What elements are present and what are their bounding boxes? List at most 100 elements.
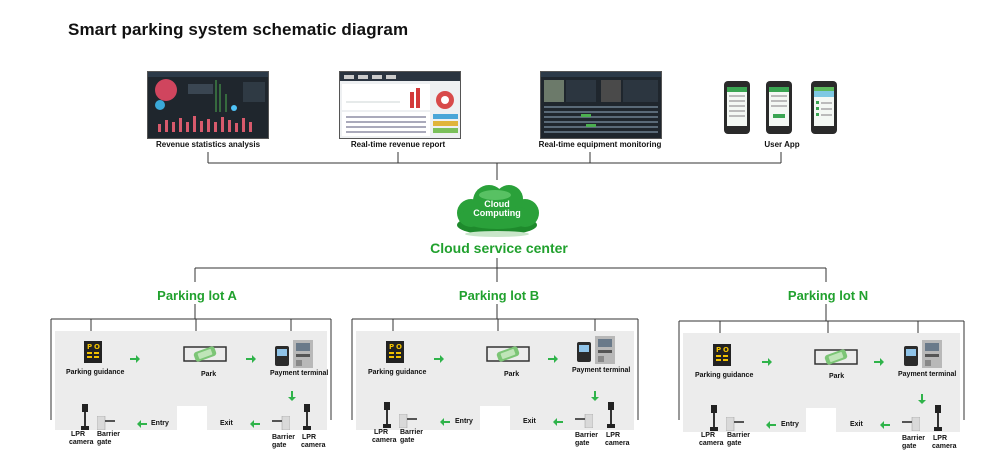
- lpr-label-line1: LPR: [374, 429, 388, 436]
- svg-text:P: P: [716, 346, 721, 354]
- app-phone-2: [766, 81, 792, 134]
- lpr-label-line2: camera: [372, 437, 397, 444]
- entry-label: Entry: [151, 420, 169, 427]
- park-label: Park: [829, 373, 845, 380]
- lpr-label-line2: camera: [69, 439, 94, 446]
- lot-a-panel-left: [55, 406, 177, 430]
- app-phone-3: [811, 81, 837, 134]
- lpr-label-line2: camera: [932, 443, 957, 450]
- barrier-label-line2: gate: [97, 439, 112, 446]
- exit-label: Exit: [220, 420, 233, 427]
- arrow-right-icon: [246, 355, 256, 363]
- lot-b-title: Parking lot B: [458, 288, 540, 303]
- lot-n-panel-left: [683, 408, 806, 432]
- barrier-label-line1: Barrier: [727, 432, 750, 439]
- app-phone-1: [724, 81, 750, 134]
- lpr-camera-icon: [302, 404, 312, 430]
- lpr-label-line1: LPR: [701, 432, 715, 439]
- arrow-left-icon: [250, 420, 260, 428]
- svg-text:O: O: [396, 343, 402, 351]
- barrier-gate-icon: [726, 417, 744, 431]
- barrier-label-line2: gate: [272, 442, 287, 449]
- cloud-text-line1: Cloud: [484, 199, 510, 209]
- revenue-dashboard-thumbnail: [147, 71, 269, 139]
- lpr-label-line1: LPR: [933, 435, 947, 442]
- user-app-label: User App: [764, 140, 800, 149]
- park-label: Park: [201, 371, 217, 378]
- lpr-camera-icon: [709, 405, 719, 431]
- barrier-gate-icon: [272, 416, 290, 430]
- guidance-label: Parking guidance: [695, 372, 754, 379]
- cloud-service-center-title: Cloud service center: [430, 240, 568, 256]
- parking-bay-icon: [183, 344, 227, 364]
- lpr-label-line1: LPR: [71, 431, 85, 438]
- parking-bay-icon: [814, 347, 858, 367]
- arrow-right-icon: [130, 355, 140, 363]
- payment-terminal-icon: [577, 336, 617, 364]
- park-label: Park: [504, 371, 520, 378]
- payment-label: Payment terminal: [270, 370, 329, 377]
- svg-text:P: P: [389, 343, 394, 351]
- lpr-camera-icon: [382, 402, 392, 428]
- equipment-monitoring-thumbnail: [540, 71, 662, 139]
- revenue-statistics-label: Revenue statistics analysis: [155, 140, 261, 149]
- lpr-camera-icon: [933, 405, 943, 431]
- equipment-monitoring-label: Real-time equipment monitoring: [538, 140, 662, 149]
- arrow-left-icon: [137, 420, 147, 428]
- guidance-label: Parking guidance: [66, 369, 125, 376]
- barrier-gate-icon: [97, 416, 115, 430]
- arrow-left-icon: [766, 421, 776, 429]
- lot-b-panel-left: [356, 406, 480, 430]
- payment-terminal-icon: [275, 340, 315, 368]
- barrier-label-line2: gate: [727, 440, 742, 447]
- lpr-label-line1: LPR: [302, 434, 316, 441]
- exit-label: Exit: [850, 421, 863, 428]
- arrow-left-icon: [440, 418, 450, 426]
- lpr-label-line2: camera: [699, 440, 724, 447]
- barrier-gate-icon: [902, 417, 920, 431]
- barrier-label-line1: Barrier: [400, 429, 423, 436]
- svg-text:O: O: [94, 343, 100, 351]
- cloud-text-line2: Computing: [473, 208, 521, 218]
- page-title: Smart parking system schematic diagram: [68, 20, 409, 39]
- guidance-label: Parking guidance: [368, 369, 427, 376]
- lot-n-title: Parking lot N: [787, 288, 869, 303]
- cloud-icon: [449, 183, 545, 238]
- barrier-gate-icon: [575, 414, 593, 428]
- barrier-label-line2: gate: [575, 440, 590, 447]
- arrow-left-icon: [880, 421, 890, 429]
- arrow-right-icon: [434, 355, 444, 363]
- arrow-down-icon: [591, 391, 599, 401]
- barrier-label-line2: gate: [902, 443, 917, 450]
- lpr-label-line1: LPR: [606, 432, 620, 439]
- svg-text:O: O: [723, 346, 729, 354]
- payment-label: Payment terminal: [572, 367, 631, 374]
- arrow-right-icon: [874, 358, 884, 366]
- revenue-report-label: Real-time revenue report: [350, 140, 446, 149]
- exit-label: Exit: [523, 418, 536, 425]
- lot-a-title: Parking lot A: [157, 288, 237, 303]
- parking-bay-icon: [486, 344, 530, 364]
- barrier-label-line1: Barrier: [575, 432, 598, 439]
- lpr-camera-icon: [80, 404, 90, 430]
- barrier-label-line2: gate: [400, 437, 415, 444]
- payment-label: Payment terminal: [898, 371, 957, 378]
- lpr-camera-icon: [606, 402, 616, 428]
- barrier-gate-icon: [399, 414, 417, 428]
- entry-label: Entry: [455, 418, 473, 425]
- lpr-label-line2: camera: [605, 440, 630, 447]
- arrow-left-icon: [553, 418, 563, 426]
- barrier-label-line1: Barrier: [902, 435, 925, 442]
- revenue-report-thumbnail: [339, 71, 461, 139]
- entry-label: Entry: [781, 421, 799, 428]
- arrow-down-icon: [918, 394, 926, 404]
- barrier-label-line1: Barrier: [272, 434, 295, 441]
- arrow-right-icon: [548, 355, 558, 363]
- arrow-down-icon: [288, 391, 296, 401]
- arrow-right-icon: [762, 358, 772, 366]
- barrier-label-line1: Barrier: [97, 431, 120, 438]
